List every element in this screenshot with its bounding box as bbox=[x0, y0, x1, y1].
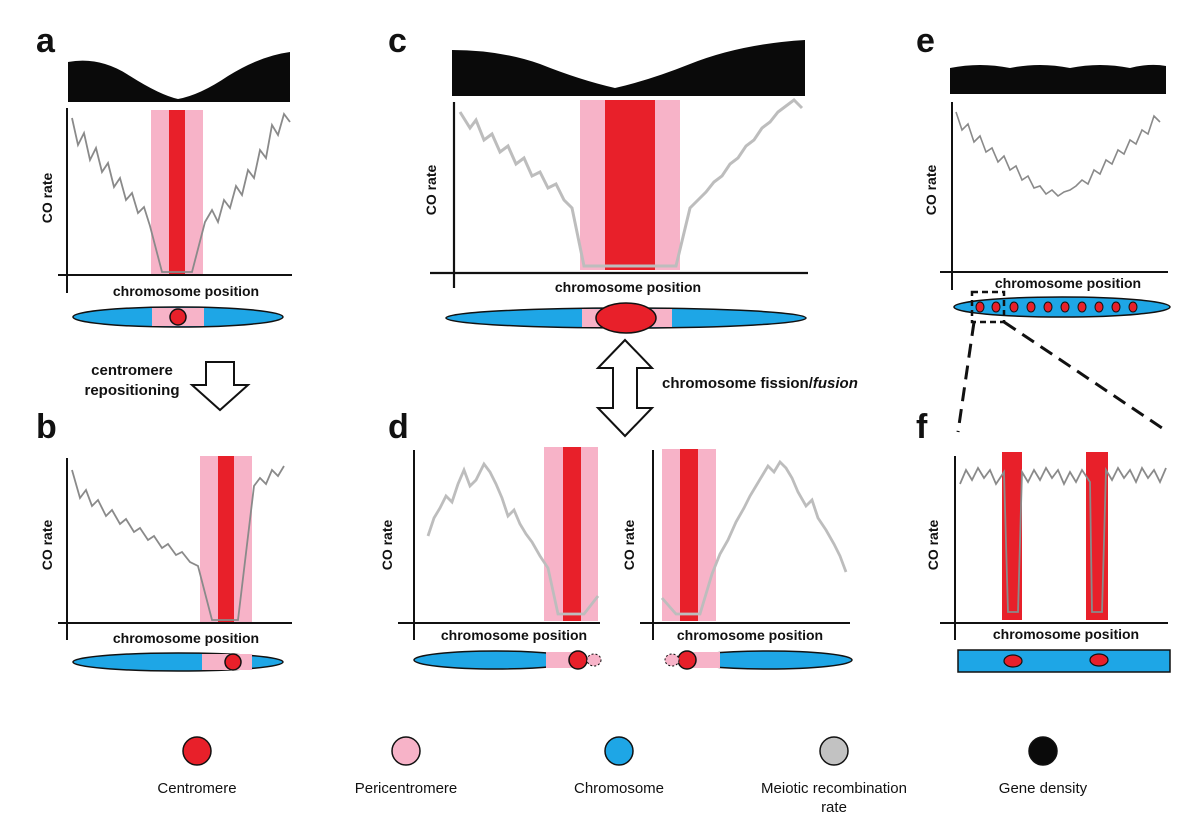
centromere-dot bbox=[1094, 301, 1104, 313]
y-axis-label-d1: CO rate bbox=[379, 520, 395, 571]
centromere-a bbox=[169, 308, 187, 326]
panel-letter-b: b bbox=[36, 408, 57, 446]
centromere-dot bbox=[1128, 301, 1138, 313]
co-rate-line-a bbox=[71, 112, 291, 273]
x-axis-label-d2: chromosome position bbox=[677, 627, 823, 643]
panel-letter-a: a bbox=[36, 22, 56, 60]
down-arrow-icon bbox=[189, 361, 251, 412]
panel-letter-e: e bbox=[916, 22, 935, 60]
co-rate-line-b bbox=[71, 465, 285, 621]
gene-density-profile-c bbox=[452, 40, 805, 96]
x-axis-label-b: chromosome position bbox=[113, 630, 259, 646]
legend-label-recombination-line2: rate bbox=[821, 799, 847, 816]
legend-swatch-centromere bbox=[182, 736, 212, 766]
legend-swatch-recombination bbox=[819, 736, 849, 766]
y-axis-label-d2: CO rate bbox=[621, 520, 637, 571]
chromosome-f bbox=[957, 649, 1171, 673]
centromere-dot bbox=[1077, 301, 1087, 313]
centromere-d1 bbox=[568, 650, 588, 670]
x-axis-label-e: chromosome position bbox=[995, 275, 1141, 291]
x-axis-label-d1: chromosome position bbox=[441, 627, 587, 643]
centromere-dot bbox=[991, 301, 1001, 313]
x-axis-label-a: chromosome position bbox=[113, 283, 259, 299]
legend-label-recombination: Meiotic recombination bbox=[761, 780, 907, 797]
legend-item-centromere: Centromere bbox=[157, 736, 237, 797]
legend-item-gene-density: Gene density bbox=[999, 736, 1088, 797]
zoom-line-right bbox=[1003, 320, 1169, 434]
centromere-dot bbox=[1111, 301, 1121, 313]
legend-label-pericentromere: Pericentromere bbox=[355, 780, 458, 797]
legend-swatch-gene-density bbox=[1028, 736, 1058, 766]
co-rate-line-d1 bbox=[426, 461, 600, 616]
centromere-band-c bbox=[605, 100, 655, 270]
panel-a: CO rate chromosome position bbox=[39, 52, 292, 328]
panel-b: CO rate chromosome position bbox=[39, 456, 292, 672]
panel-f: CO rate chromosome position bbox=[925, 452, 1171, 673]
legend-item-chromosome: Chromosome bbox=[574, 736, 664, 797]
y-axis-label-e: CO rate bbox=[923, 165, 939, 216]
holocentric-centromeres-e bbox=[975, 301, 1138, 313]
zoom-line-left bbox=[956, 321, 976, 433]
gene-density-profile-e bbox=[950, 64, 1166, 94]
centromere-f1 bbox=[1003, 654, 1023, 668]
centromere-band-d2 bbox=[680, 449, 698, 621]
centromere-band-a bbox=[169, 110, 185, 274]
legend: Centromere Pericentromere Chromosome Mei… bbox=[157, 736, 1088, 816]
legend-label-chromosome: Chromosome bbox=[574, 780, 664, 797]
centromere-dot bbox=[1009, 301, 1019, 313]
y-axis-label-b: CO rate bbox=[39, 520, 55, 571]
y-axis-label-c: CO rate bbox=[423, 165, 439, 216]
panel-letter-f: f bbox=[916, 408, 928, 446]
centromere-c bbox=[595, 302, 657, 334]
fused-arm-d1 bbox=[586, 653, 602, 667]
panel-c: CO rate chromosome position bbox=[423, 40, 808, 334]
co-rate-line-f bbox=[959, 466, 1167, 613]
centromere-dot bbox=[1043, 301, 1053, 313]
centromere-dot bbox=[1026, 301, 1036, 313]
centromere-band-d1 bbox=[563, 447, 581, 621]
panel-d-left: CO rate chromosome position bbox=[379, 447, 602, 670]
fission-fusion-annotation: chromosome fission/fusion bbox=[595, 338, 858, 438]
legend-label-centromere: Centromere bbox=[157, 780, 236, 797]
repositioning-label-line1: centromere bbox=[91, 362, 173, 379]
panel-letter-d: d bbox=[388, 408, 409, 446]
y-axis-label-f: CO rate bbox=[925, 520, 941, 571]
repositioning-label-line2: repositioning bbox=[85, 382, 180, 399]
centromere-d2 bbox=[677, 650, 697, 670]
fused-arm-d2 bbox=[664, 653, 680, 667]
y-axis-label-a: CO rate bbox=[39, 173, 55, 224]
panel-e: CO rate chromosome position bbox=[923, 64, 1171, 434]
centromere-f2 bbox=[1089, 653, 1109, 667]
co-rate-line-e bbox=[955, 111, 1161, 198]
repositioning-annotation: centromere repositioning bbox=[85, 361, 251, 412]
legend-item-recombination: Meiotic recombination rate bbox=[761, 736, 907, 816]
co-rate-line-c bbox=[458, 98, 804, 268]
centromere-b bbox=[224, 653, 242, 671]
legend-swatch-chromosome bbox=[604, 736, 634, 766]
centromere-dot bbox=[975, 301, 985, 313]
x-axis-label-f: chromosome position bbox=[993, 626, 1139, 642]
fission-fusion-label: chromosome fission/fusion bbox=[662, 375, 858, 392]
legend-label-gene-density: Gene density bbox=[999, 780, 1088, 797]
gene-density-profile-a bbox=[68, 52, 290, 102]
legend-item-pericentromere: Pericentromere bbox=[355, 736, 458, 797]
legend-swatch-pericentromere bbox=[391, 736, 421, 766]
double-arrow-icon bbox=[595, 338, 655, 438]
panel-letter-c: c bbox=[388, 22, 407, 60]
centromere-band-b bbox=[218, 456, 234, 622]
zoom-box bbox=[970, 290, 1006, 324]
co-rate-line-d2 bbox=[660, 459, 848, 616]
centromere-dot bbox=[1060, 301, 1070, 313]
panel-d-right: CO rate chromosome position bbox=[621, 449, 853, 670]
x-axis-label-c: chromosome position bbox=[555, 279, 701, 295]
